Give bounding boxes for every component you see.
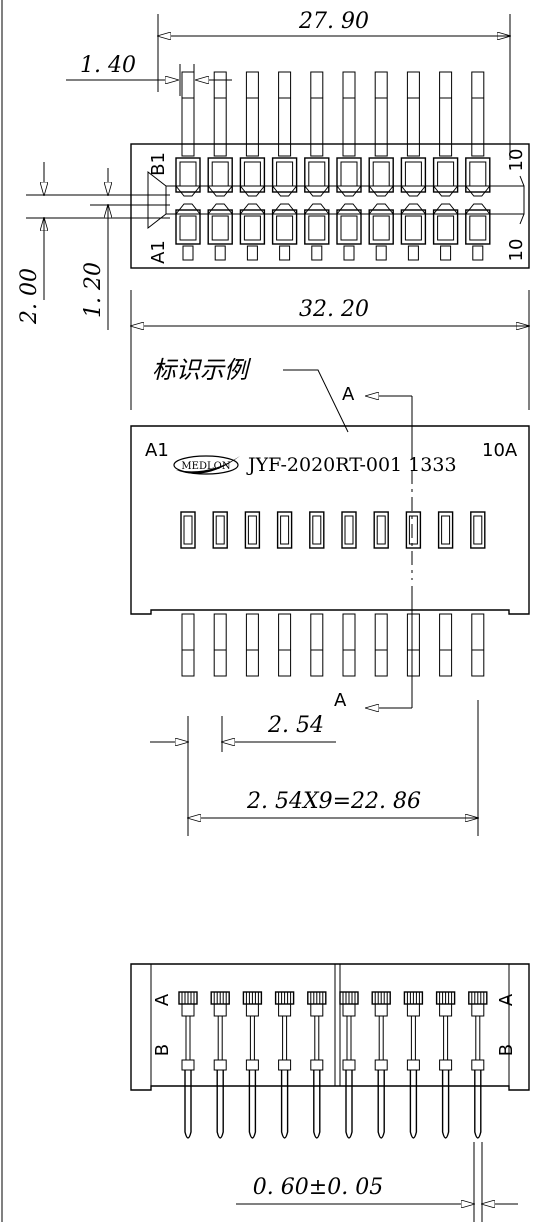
front-pin-10 bbox=[471, 613, 485, 677]
section-pin-10 bbox=[468, 991, 488, 1139]
section-pin-6 bbox=[339, 991, 359, 1139]
section-label-b-right: B bbox=[496, 1044, 517, 1056]
front-window-6 bbox=[341, 511, 357, 549]
front-pin-8 bbox=[406, 613, 420, 677]
top-contact-1 bbox=[175, 71, 201, 261]
front-view: 32. 20 标识示例 A A A1 10A MEDLON JYF-2020RT… bbox=[131, 290, 529, 836]
top-contact-7 bbox=[368, 71, 394, 261]
corner-10a: 10A bbox=[482, 440, 518, 461]
front-window-1 bbox=[180, 511, 196, 549]
front-window-5 bbox=[309, 511, 325, 549]
front-window-9 bbox=[437, 511, 454, 549]
section-pin-2 bbox=[210, 991, 230, 1139]
section-a-bottom: A bbox=[334, 690, 347, 711]
part-marking: JYF-2020RT-001 1333 bbox=[246, 454, 457, 476]
dim-row-pitch: 2. 00 bbox=[17, 268, 42, 325]
section-pin-5 bbox=[307, 991, 327, 1139]
logo-text: MEDLON bbox=[181, 461, 230, 472]
top-contact-4 bbox=[271, 71, 298, 261]
front-pin-5 bbox=[310, 613, 324, 677]
front-pin-7 bbox=[374, 613, 388, 677]
medlon-logo: MEDLON bbox=[173, 455, 240, 475]
label-b1: B1 bbox=[148, 152, 169, 176]
dim-total-pitch: 2. 54X9=22. 86 bbox=[246, 789, 421, 814]
dim-pitch: 2. 54 bbox=[267, 713, 324, 738]
label-a1: A1 bbox=[148, 240, 169, 264]
section-label-a-left: A bbox=[152, 993, 173, 1006]
label-a10: 10 bbox=[506, 239, 527, 262]
section-view: A B A B 0. 60±0. 05 bbox=[130, 963, 530, 1222]
front-pin-4 bbox=[278, 613, 292, 677]
front-window-8 bbox=[405, 511, 422, 549]
front-window-3 bbox=[244, 511, 261, 549]
section-pin-1 bbox=[178, 991, 198, 1139]
top-contact-8 bbox=[400, 71, 427, 261]
section-pin-4 bbox=[274, 991, 295, 1139]
section-pin-8 bbox=[403, 991, 424, 1139]
dim-pin-thickness: 0. 60±0. 05 bbox=[253, 1175, 383, 1200]
section-pin-9 bbox=[435, 991, 456, 1139]
section-pin-7 bbox=[371, 991, 391, 1139]
top-contact-10 bbox=[465, 71, 491, 261]
dim-slot-gap: 1. 20 bbox=[81, 262, 106, 318]
top-contact-3 bbox=[239, 71, 266, 261]
top-contact-6 bbox=[336, 71, 362, 261]
dim-body-width: 32. 20 bbox=[299, 297, 369, 322]
top-body bbox=[130, 143, 530, 269]
section-label-b-left: B bbox=[152, 1044, 173, 1056]
top-contact-2 bbox=[207, 71, 233, 261]
dim-overall-top-width: 27. 90 bbox=[298, 9, 369, 34]
top-contact-9 bbox=[432, 71, 459, 261]
section-pin-3 bbox=[242, 991, 263, 1139]
front-window-4 bbox=[276, 511, 293, 549]
front-pin-9 bbox=[439, 613, 453, 677]
dim-pin-width: 1. 40 bbox=[80, 53, 136, 78]
front-pin-3 bbox=[245, 613, 259, 677]
front-pin-2 bbox=[213, 613, 227, 677]
front-window-7 bbox=[373, 511, 389, 549]
front-pin-1 bbox=[181, 613, 195, 677]
front-pin-6 bbox=[342, 613, 356, 677]
label-b10: 10 bbox=[506, 149, 527, 172]
marking-note: 标识示例 bbox=[152, 356, 252, 384]
top-view: 27. 90 1. 40 B1 10 A1 10 2. 00 1. 20 bbox=[17, 9, 530, 330]
section-a-top: A bbox=[342, 384, 355, 405]
top-contact-5 bbox=[304, 71, 330, 261]
front-window-2 bbox=[212, 511, 228, 549]
front-window-10 bbox=[470, 511, 486, 549]
section-label-a-right: A bbox=[496, 993, 517, 1006]
corner-a1: A1 bbox=[145, 440, 169, 461]
